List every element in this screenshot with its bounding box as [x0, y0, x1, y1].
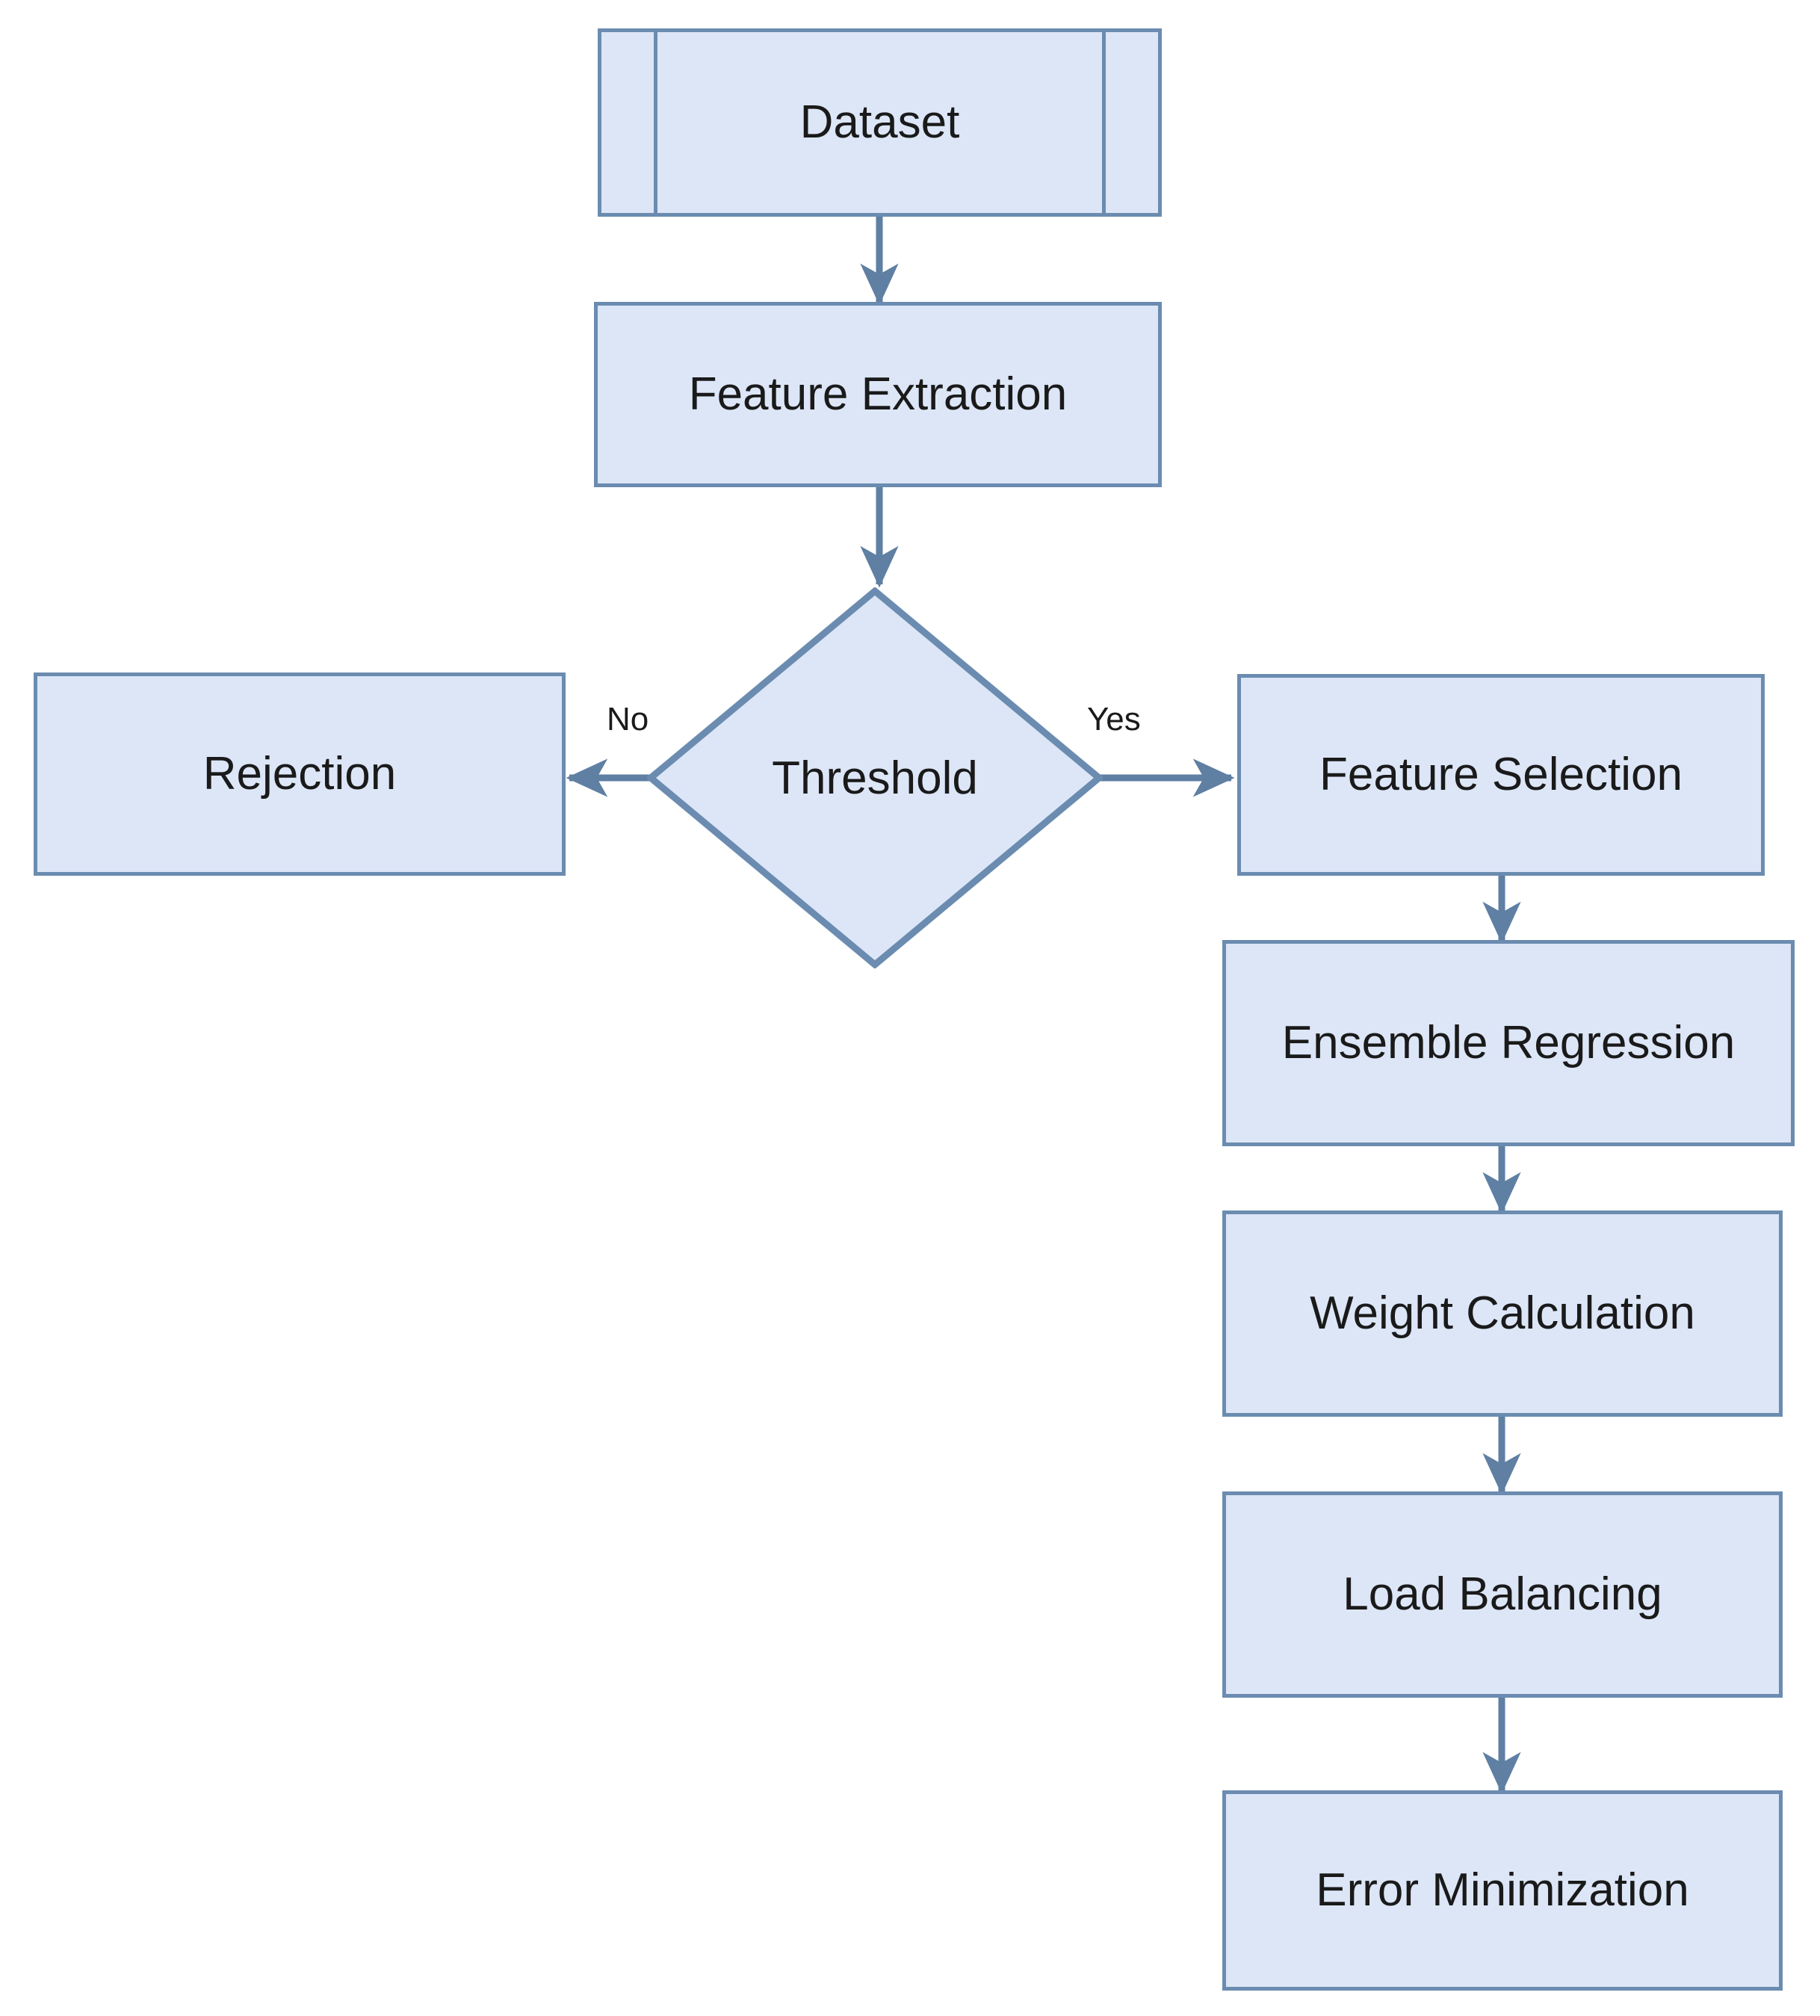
node-ensemble-regression-label: Ensemble Regression [1281, 1017, 1736, 1069]
node-error-minimization[interactable]: Error Minimization [1222, 1790, 1783, 1991]
node-weight-calculation-label: Weight Calculation [1310, 1287, 1695, 1340]
node-dataset-label: Dataset [799, 96, 960, 149]
node-rejection-label: Rejection [202, 748, 397, 800]
node-load-balancing[interactable]: Load Balancing [1222, 1491, 1783, 1698]
node-error-minimization-label: Error Minimization [1316, 1864, 1689, 1917]
node-threshold[interactable]: Threshold [647, 587, 1103, 968]
node-rejection[interactable]: Rejection [34, 672, 566, 876]
node-feature-extraction[interactable]: Feature Extraction [594, 302, 1162, 487]
edge-label-yes: Yes [1087, 701, 1141, 738]
node-ensemble-regression[interactable]: Ensemble Regression [1222, 940, 1795, 1146]
node-weight-calculation[interactable]: Weight Calculation [1222, 1210, 1783, 1417]
node-feature-selection-label: Feature Selection [1319, 749, 1683, 801]
predefined-bar-left [654, 28, 657, 217]
node-threshold-label: Threshold [772, 752, 978, 804]
node-dataset[interactable]: Dataset [598, 28, 1162, 217]
diamond-shape [647, 587, 1103, 968]
node-feature-selection[interactable]: Feature Selection [1237, 674, 1765, 876]
predefined-bar-right [1102, 28, 1106, 217]
node-load-balancing-label: Load Balancing [1343, 1568, 1662, 1621]
edge-label-no: No [607, 701, 649, 738]
node-feature-extraction-label: Feature Extraction [688, 368, 1068, 421]
